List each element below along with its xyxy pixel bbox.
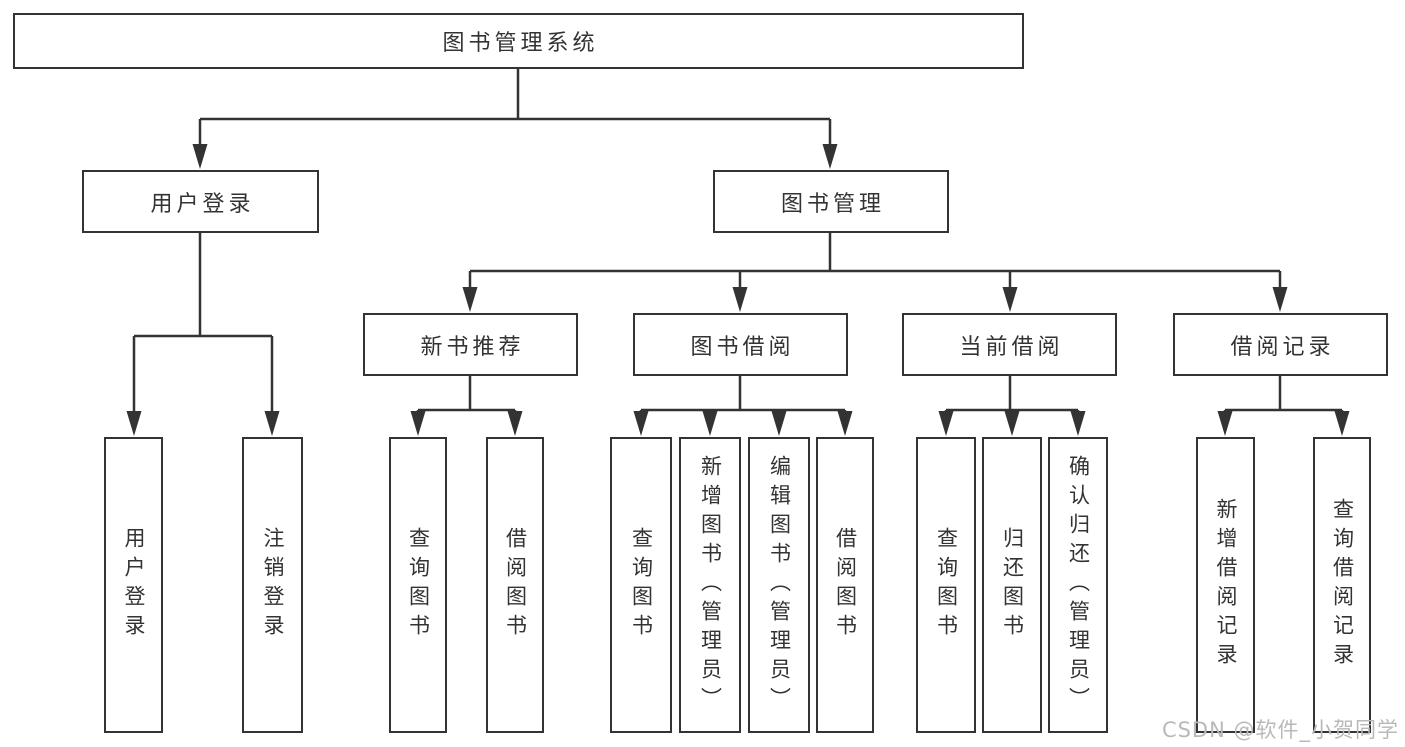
node-borrow-records-label: 借阅记录 — [1230, 334, 1335, 360]
leaf-records-add: 新增借阅记录 — [1196, 437, 1255, 733]
leaf-borrow-book: 借阅图书 — [816, 437, 874, 733]
leaf-current-confirm: 确认归还（管理员） — [1048, 437, 1108, 733]
connector-book-borrow — [639, 376, 847, 427]
leaf-newbooks-borrow-label: 借阅图书 — [503, 527, 528, 643]
node-user-login-label: 用户登录 — [150, 191, 255, 217]
leaf-current-query-label: 查询图书 — [934, 527, 959, 643]
leaf-borrow-add: 新增图书（管理员） — [679, 437, 741, 733]
node-book-borrow-label: 图书借阅 — [690, 334, 795, 360]
node-root: 图书管理系统 — [13, 13, 1024, 69]
watermark: CSDN @软件_小贺同学 — [1161, 718, 1399, 742]
leaf-borrow-edit-label: 编辑图书（管理员） — [767, 454, 792, 716]
leaf-current-return: 归还图书 — [982, 437, 1042, 733]
arrowheads — [126, 144, 1350, 436]
node-book-borrow: 图书借阅 — [633, 313, 848, 376]
node-root-label: 图书管理系统 — [442, 31, 599, 56]
node-borrow-records: 借阅记录 — [1173, 313, 1388, 376]
connector-book-mgmt — [468, 233, 1282, 303]
node-current-borrow: 当前借阅 — [902, 313, 1117, 376]
leaf-user-login: 用户登录 — [104, 437, 163, 733]
node-book-mgmt: 图书管理 — [713, 170, 949, 233]
leaf-logout-label: 注销登录 — [261, 527, 285, 643]
node-current-borrow-label: 当前借阅 — [959, 334, 1064, 360]
connector-user-login — [132, 233, 274, 427]
node-user-login: 用户登录 — [82, 170, 319, 233]
leaf-newbooks-query-label: 查询图书 — [406, 527, 431, 643]
node-new-books-label: 新书推荐 — [420, 334, 525, 360]
leaf-borrow-query: 查询图书 — [610, 437, 672, 733]
connector-new-books — [416, 376, 517, 427]
leaf-current-return-label: 归还图书 — [1000, 527, 1025, 643]
leaf-logout: 注销登录 — [242, 437, 303, 733]
leaf-records-add-label: 新增借阅记录 — [1214, 498, 1238, 672]
connector-root — [198, 69, 832, 160]
leaf-records-query-label: 查询借阅记录 — [1330, 498, 1355, 672]
node-new-books: 新书推荐 — [363, 313, 578, 376]
leaf-current-confirm-label: 确认归还（管理员） — [1066, 454, 1091, 716]
leaf-current-query: 查询图书 — [916, 437, 976, 733]
leaf-borrow-book-label: 借阅图书 — [833, 527, 858, 643]
leaf-newbooks-query: 查询图书 — [389, 437, 447, 733]
node-book-mgmt-label: 图书管理 — [780, 191, 885, 217]
leaf-records-query: 查询借阅记录 — [1313, 437, 1371, 733]
leaf-borrow-query-label: 查询图书 — [629, 527, 654, 643]
leaf-borrow-edit: 编辑图书（管理员） — [748, 437, 810, 733]
leaf-newbooks-borrow: 借阅图书 — [486, 437, 544, 733]
leaf-borrow-add-label: 新增图书（管理员） — [698, 454, 723, 716]
leaf-user-login-label: 用户登录 — [122, 527, 146, 643]
connector-borrow-records — [1223, 376, 1344, 427]
